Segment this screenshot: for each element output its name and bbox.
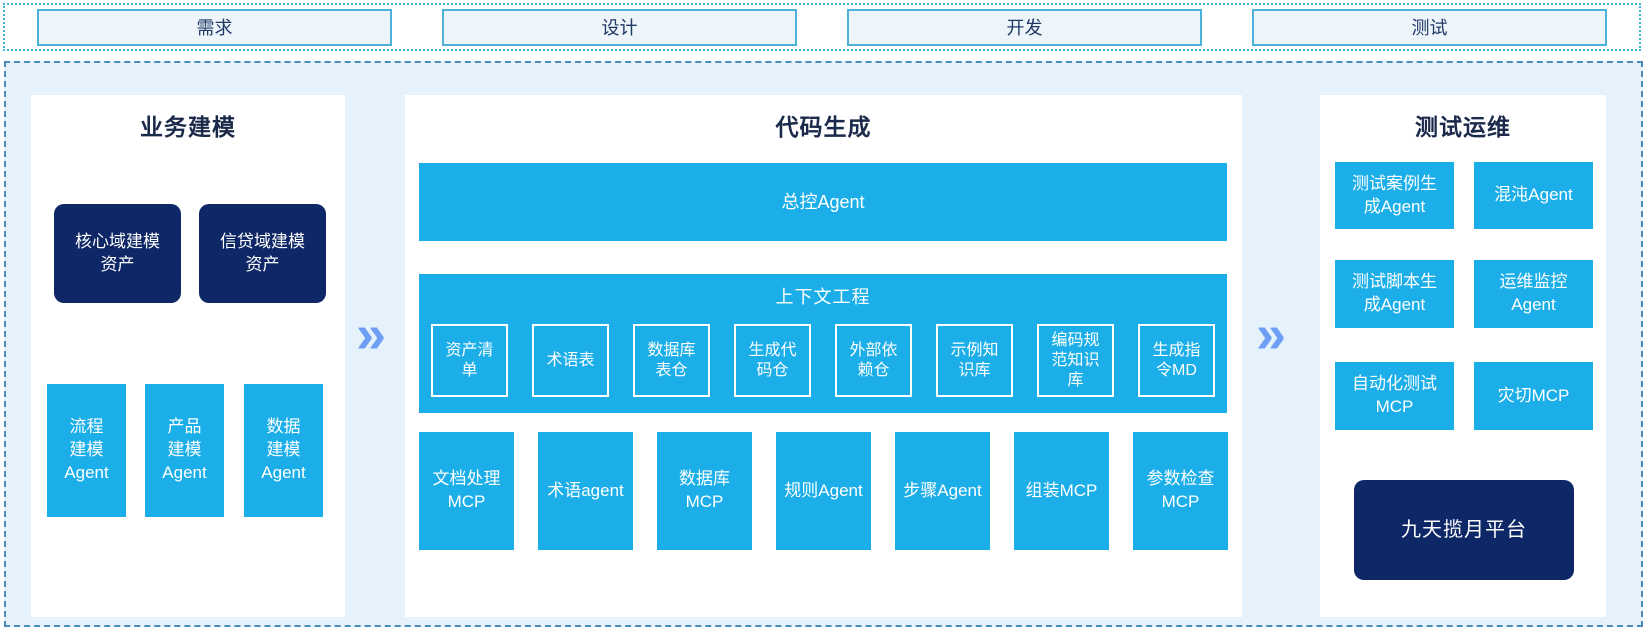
context-engineering-group: 上下文工程 资产清 单 术语表 数据库 表仓 生成代 码仓 外部依 赖仓 示例知… [419,274,1227,413]
box-chaos-agent: 混沌Agent [1474,162,1593,229]
box-ops-monitoring-agent: 运维监控 Agent [1474,260,1593,328]
box-database-table-repo: 数据库 表仓 [633,324,710,397]
box-process-modeling-agent: 流程 建模 Agent [47,384,126,517]
box-glossary-agent: 术语agent [538,432,633,550]
phase-bar: 需求 设计 开发 测试 [3,3,1641,51]
phase-box-development: 开发 [847,8,1202,46]
box-doc-processing-mcp: 文档处理 MCP [419,432,514,550]
phase-box-design: 设计 [442,8,797,46]
box-credit-domain-modeling-assets: 信贷域建模 资产 [199,204,326,303]
box-step-agent: 步骤Agent [895,432,990,550]
box-data-modeling-agent: 数据 建模 Agent [244,384,323,517]
section-test-ops: 测试运维 测试案例生 成Agent 混沌Agent 测试脚本生 成Agent 运… [1320,95,1606,617]
phase-box-testing: 测试 [1252,8,1607,46]
box-automated-test-mcp: 自动化测试 MCP [1335,362,1454,430]
box-asset-list: 资产清 单 [431,324,508,397]
box-external-dependency-repo: 外部依 赖仓 [835,324,912,397]
box-test-script-generation-agent: 测试脚本生 成Agent [1335,260,1454,328]
phase-box-requirements: 需求 [37,8,392,46]
section-code-generation: 代码生成 总控Agent 上下文工程 资产清 单 术语表 数据库 表仓 生成代 … [405,95,1242,617]
box-rule-agent: 规则Agent [776,432,871,550]
box-test-case-generation-agent: 测试案例生 成Agent [1335,162,1454,229]
box-generation-instruction-md: 生成指 令MD [1138,324,1215,397]
box-master-agent: 总控Agent [419,163,1227,241]
box-jiutian-lanyue-platform: 九天揽月平台 [1354,480,1574,580]
flow-arrow-right-icon: » [1256,304,1287,364]
section-title-business-modeling: 业务建模 [140,114,236,140]
box-database-mcp: 数据库 MCP [657,432,752,550]
main-container: 业务建模 核心域建模 资产 信贷域建模 资产 流程 建模 Agent 产品 建模… [4,61,1643,627]
box-parameter-check-mcp: 参数检查 MCP [1133,432,1228,550]
box-core-domain-modeling-assets: 核心域建模 资产 [54,204,181,303]
flow-arrow-left-icon: » [356,304,387,364]
box-disaster-switch-mcp: 灾切MCP [1474,362,1593,430]
box-coding-standard-knowledge-base: 编码规 范知识 库 [1037,324,1114,397]
tools-row: 文档处理 MCP 术语agent 数据库 MCP 规则Agent 步骤Agent… [419,432,1228,550]
section-business-modeling: 业务建模 核心域建模 资产 信贷域建模 资产 流程 建模 Agent 产品 建模… [31,95,345,617]
section-title-code-generation: 代码生成 [775,114,872,140]
box-glossary: 术语表 [532,324,609,397]
context-engineering-title: 上下文工程 [775,287,871,307]
box-example-knowledge-base: 示例知 识库 [936,324,1013,397]
box-product-modeling-agent: 产品 建模 Agent [145,384,224,517]
box-generated-code-repo: 生成代 码仓 [734,324,811,397]
context-items-row: 资产清 单 术语表 数据库 表仓 生成代 码仓 外部依 赖仓 示例知 识库 编码… [431,324,1215,397]
section-title-test-ops: 测试运维 [1415,114,1511,140]
box-assembly-mcp: 组装MCP [1014,432,1109,550]
